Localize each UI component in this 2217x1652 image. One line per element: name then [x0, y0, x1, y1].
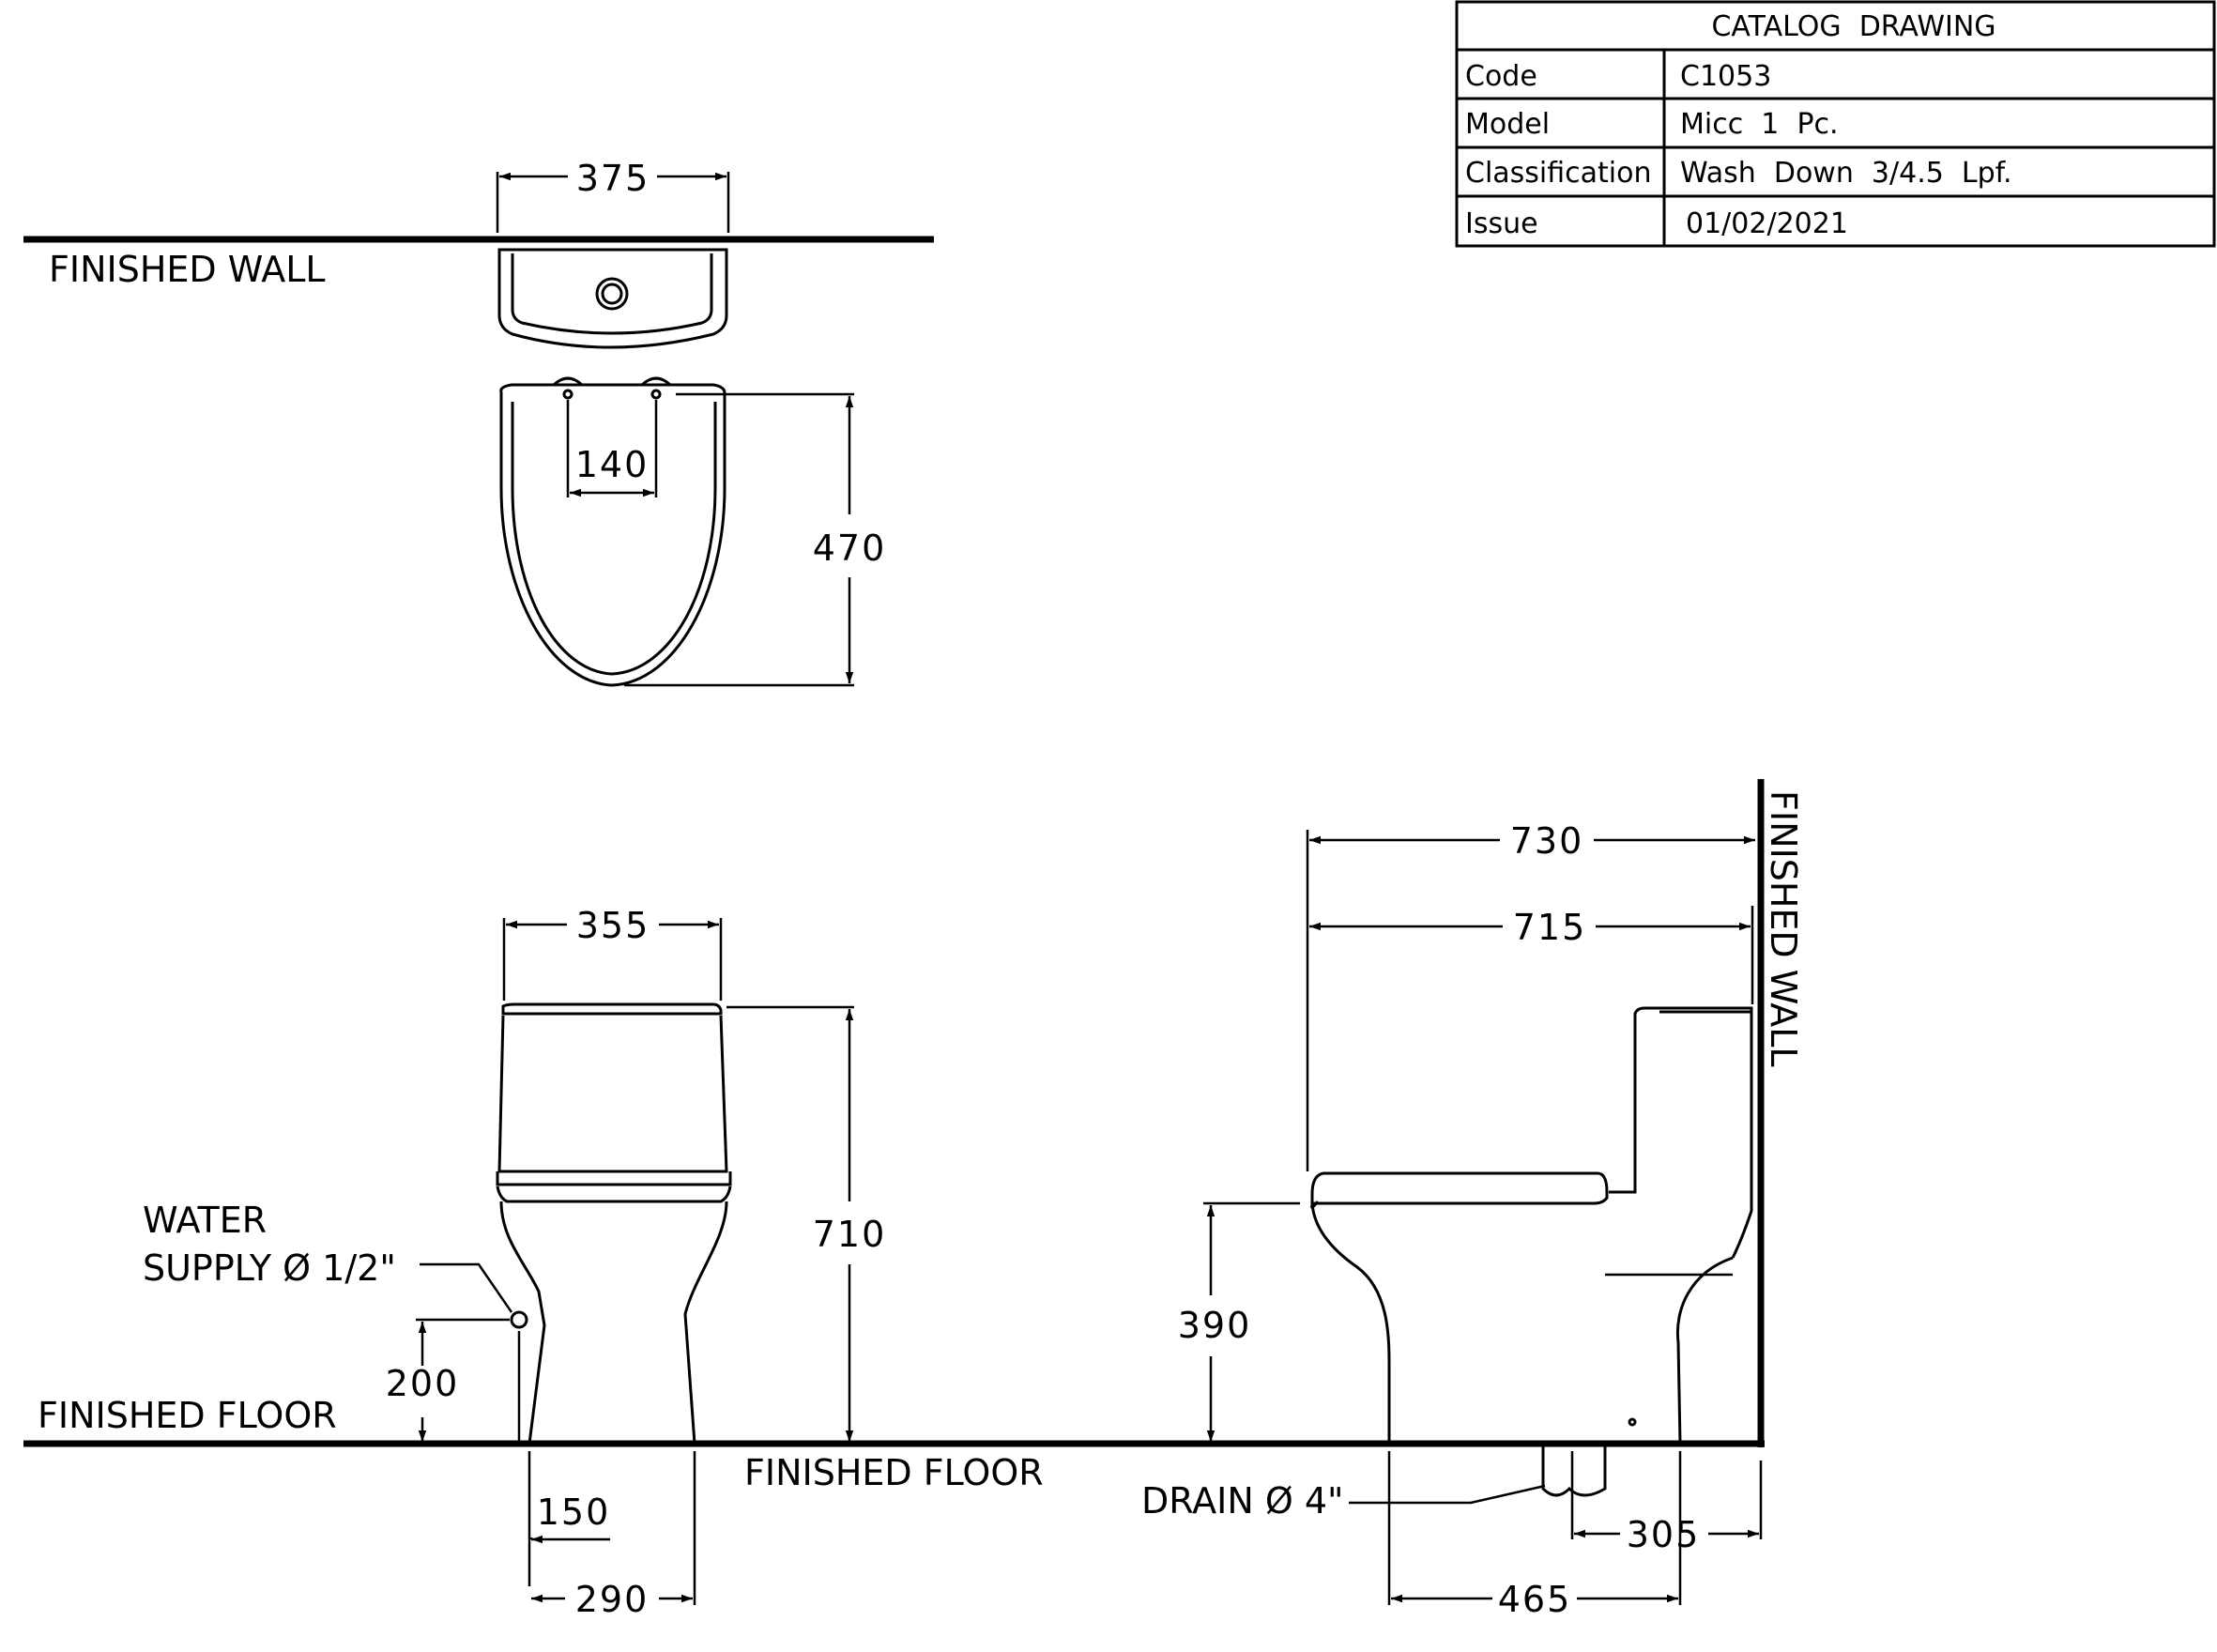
dimension-supply-height: 200 — [386, 1363, 460, 1404]
dimension-front-width: 355 — [576, 905, 650, 946]
title-block-issue-value: 01/02/2021 — [1686, 207, 1848, 240]
top-view: FINISHED WALL 375 140 470 — [23, 158, 934, 687]
front-view: FINISHED FLOOR FINISHED FLOOR 355 710 20… — [23, 905, 1765, 1620]
title-block-header: CATALOG DRAWING — [1711, 10, 1995, 43]
title-block-model-value: Micc 1 Pc. — [1680, 108, 1839, 141]
drain-label: DRAIN Ø 4" — [1141, 1480, 1343, 1522]
water-supply-label-line2: SUPPLY Ø 1/2" — [143, 1247, 396, 1289]
dimension-drain-from-wall: 305 — [1627, 1514, 1701, 1555]
dimension-supply-offset: 150 — [537, 1491, 611, 1533]
title-block-classification-label: Classification — [1465, 157, 1652, 190]
dimension-top-holes: 140 — [575, 444, 650, 485]
title-block: CATALOG DRAWING Code C1053 Model Micc 1 … — [1455, 0, 2216, 248]
dimension-base-depth: 465 — [1498, 1579, 1572, 1620]
finished-floor-label-center: FINISHED FLOOR — [744, 1452, 1044, 1493]
dimension-seat-height: 390 — [1178, 1305, 1252, 1346]
water-supply-label-line1: WATER — [143, 1200, 267, 1241]
finished-wall-label-side: FINISHED WALL — [1763, 790, 1804, 1067]
finished-floor-label-left: FINISHED FLOOR — [38, 1395, 337, 1436]
side-view: FINISHED WALL 730 715 390 — [1141, 779, 1804, 1620]
dimension-side-overall: 730 — [1510, 820, 1584, 862]
title-block-issue-label: Issue — [1465, 207, 1538, 240]
dimension-top-depth: 470 — [813, 528, 887, 569]
dimension-base-width: 290 — [575, 1579, 650, 1620]
dimension-top-width: 375 — [576, 158, 650, 199]
finished-wall-label-top: FINISHED WALL — [49, 249, 326, 290]
title-block-model-label: Model — [1465, 108, 1550, 141]
title-block-code-value: C1053 — [1680, 60, 1771, 93]
dimension-side-seat: 715 — [1513, 907, 1587, 948]
dimension-front-height: 710 — [813, 1214, 887, 1255]
title-block-classification-value: Wash Down 3/4.5 Lpf. — [1680, 157, 2012, 190]
title-block-code-label: Code — [1465, 60, 1537, 93]
